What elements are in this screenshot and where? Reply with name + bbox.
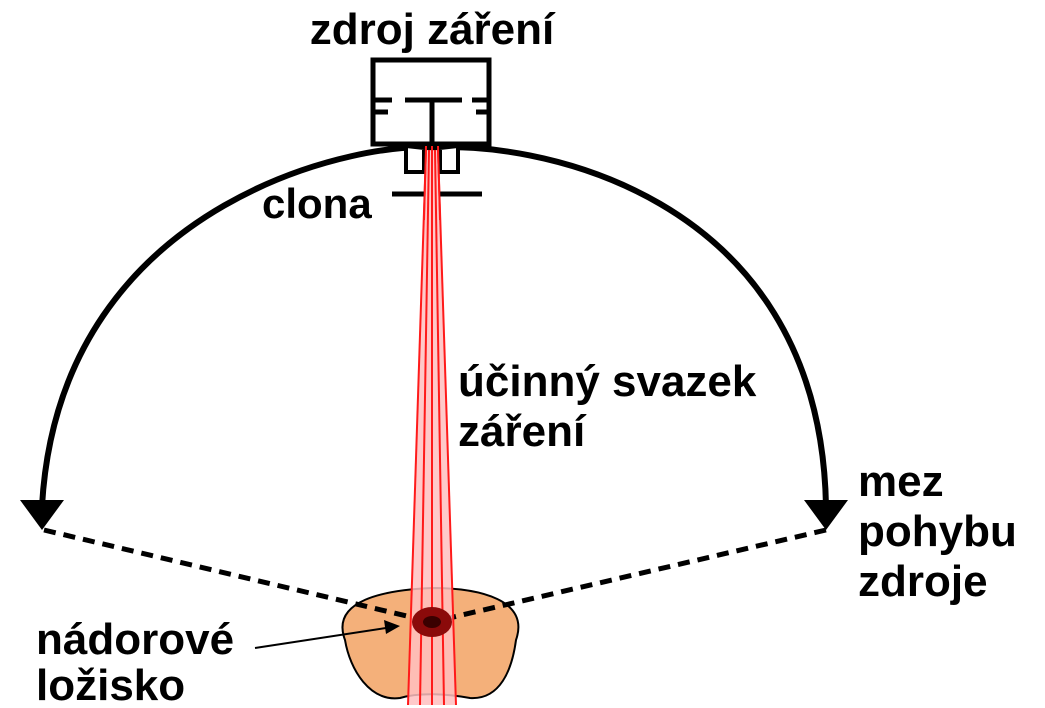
arrow-head-left <box>20 500 64 530</box>
limit-line-left <box>43 527 433 625</box>
source-label: zdroj záření <box>310 5 556 54</box>
beam-label-line1: účinný svazek <box>458 357 757 406</box>
limit-label-line2: pohybu <box>858 507 1017 556</box>
diaphragm <box>404 148 460 174</box>
tumor-inner <box>423 616 441 628</box>
limit-label-line1: mez <box>858 457 944 506</box>
tumor-label-line1: nádorové <box>36 615 234 664</box>
source-internals <box>375 97 487 144</box>
tumor-pointer-head <box>384 620 400 634</box>
diaphragm-label: clona <box>262 180 372 227</box>
beam-label-line2: záření <box>458 407 587 456</box>
beam-rays-upper <box>423 145 441 221</box>
tumor-pointer <box>254 627 387 649</box>
arrow-head-right <box>804 500 848 530</box>
limit-label-line3: zdroje <box>858 557 988 606</box>
tumor-label-line2: ložisko <box>36 661 185 708</box>
limit-line-right <box>431 527 827 625</box>
